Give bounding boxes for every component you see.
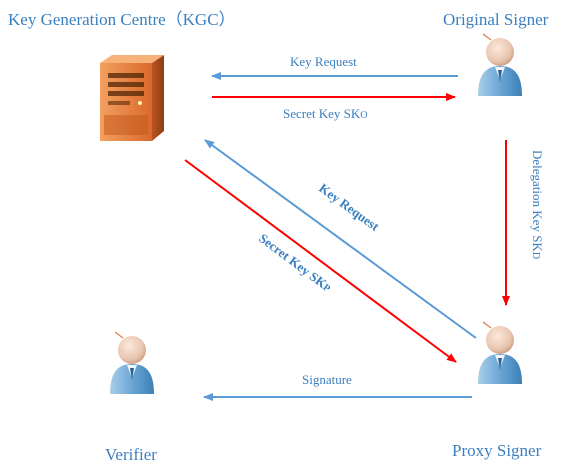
original-signer-label: Original Signer xyxy=(443,10,549,29)
key-request-diagonal-label: Key Request xyxy=(316,180,382,234)
proxy-signer-user-icon xyxy=(477,321,523,385)
proxy-signer-label: Proxy Signer xyxy=(452,441,542,460)
key-request-top-label: Key Request xyxy=(290,54,357,69)
server-icon xyxy=(100,55,164,141)
kgc-label: Key Generation Centre（KGC） xyxy=(8,10,236,29)
secret-key-skp-arrow xyxy=(184,159,457,363)
delegation-key-label: Delegation Key SKD xyxy=(530,150,545,259)
secret-key-sko-label: Secret Key SKO xyxy=(283,106,368,121)
verifier-user-icon xyxy=(109,331,155,395)
original-signer-user-icon xyxy=(477,33,523,97)
verifier-label: Verifier xyxy=(105,445,157,464)
signature-label: Signature xyxy=(302,372,352,387)
key-request-arrow-diagonal xyxy=(204,139,477,339)
